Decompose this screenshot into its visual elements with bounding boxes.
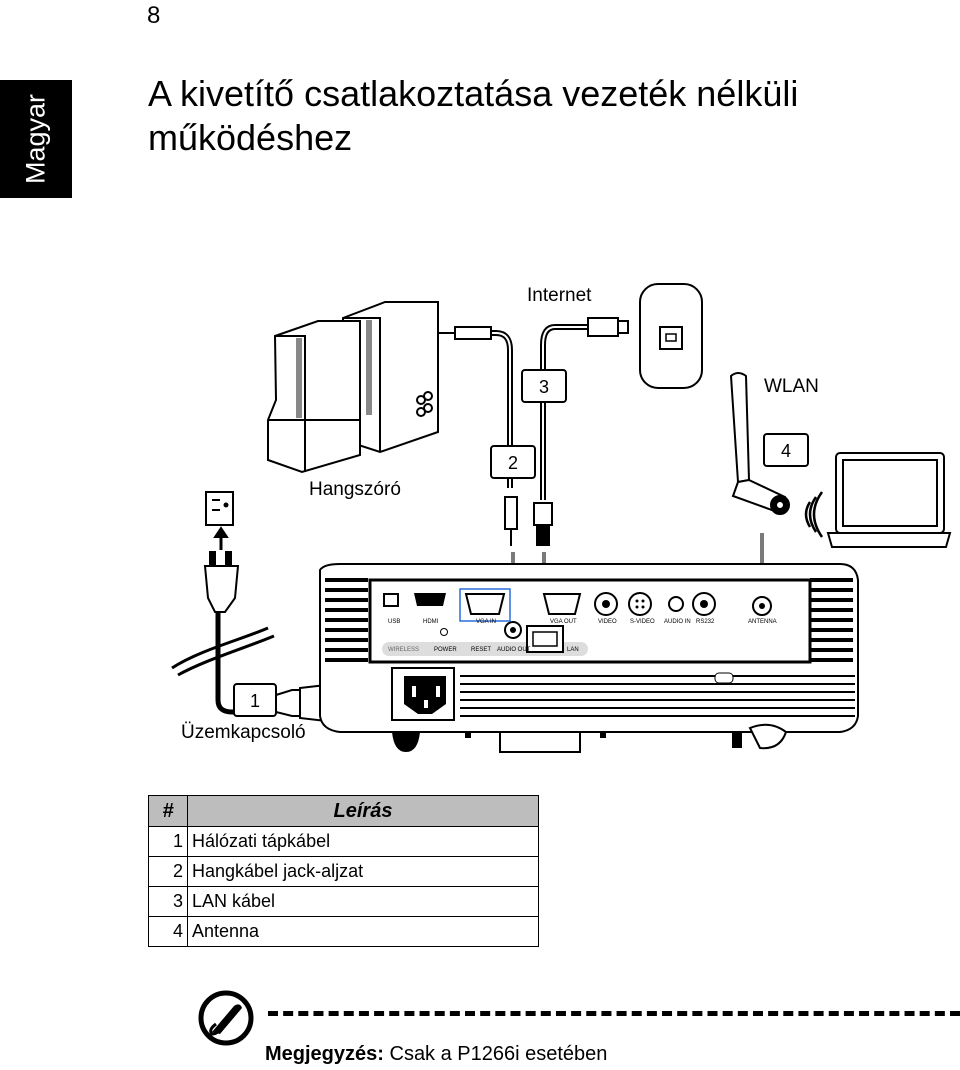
table-row: 2 Hangkábel jack-aljzat bbox=[148, 856, 539, 887]
audio-cable bbox=[437, 326, 518, 546]
svg-text:1: 1 bbox=[250, 691, 260, 711]
table-cell-num: 3 bbox=[148, 886, 188, 917]
callout-3: 3 bbox=[521, 369, 567, 403]
port-label-vga-out: VGA OUT bbox=[550, 619, 577, 625]
note-label: Megjegyzés: bbox=[265, 1043, 384, 1065]
indicator-label-power: POWER bbox=[434, 647, 457, 653]
indicator-label-wireless: WIRELESS bbox=[388, 647, 419, 653]
language-tab: Magyar bbox=[0, 80, 72, 198]
table-cell-num: 1 bbox=[148, 826, 188, 857]
svg-text:3: 3 bbox=[539, 377, 549, 397]
laptop-icon bbox=[826, 452, 952, 548]
svg-text:4: 4 bbox=[781, 441, 791, 461]
lan-cable bbox=[533, 317, 629, 546]
port-label-antenna: ANTENNA bbox=[748, 619, 777, 625]
svg-text:2: 2 bbox=[508, 453, 518, 473]
power-cable bbox=[171, 626, 275, 677]
table-cell-desc: Hálózati tápkábel bbox=[187, 826, 539, 857]
port-label-rs232: RS232 bbox=[696, 619, 715, 625]
table-cell-num: 4 bbox=[148, 916, 188, 947]
callout-4: 4 bbox=[763, 433, 809, 467]
projector-icon bbox=[319, 563, 859, 753]
port-label-hdmi: HDMI bbox=[423, 619, 439, 625]
note-divider bbox=[268, 1011, 960, 1016]
table-header-row: # Leírás bbox=[148, 795, 539, 827]
table-cell-desc: LAN kábel bbox=[187, 886, 539, 917]
table-row: 3 LAN kábel bbox=[148, 886, 539, 917]
callout-1: 1 bbox=[233, 683, 277, 717]
speaker-icon bbox=[267, 301, 439, 474]
table-row: 4 Antenna bbox=[148, 916, 539, 947]
note-text: Megjegyzés: Csak a P1266i esetében bbox=[265, 1043, 607, 1066]
language-tab-label: Magyar bbox=[20, 93, 51, 185]
table-cell-desc: Antenna bbox=[187, 916, 539, 947]
port-label-video: VIDEO bbox=[598, 619, 617, 625]
power-switch-label: Üzemkapcsoló bbox=[181, 722, 306, 743]
table-header-num: # bbox=[148, 795, 188, 827]
antenna-icon bbox=[729, 372, 790, 515]
indicator-label-audio-out: AUDIO OUT bbox=[497, 647, 531, 653]
indicator-label-reset: RESET bbox=[471, 647, 491, 653]
table-cell-num: 2 bbox=[148, 856, 188, 887]
speaker-label: Hangszóró bbox=[309, 479, 401, 500]
wireless-signal-icon bbox=[804, 491, 824, 538]
internet-label: Internet bbox=[527, 285, 592, 306]
indicator-label-lan: LAN bbox=[567, 647, 579, 653]
connection-diagram: Hangszóró 1 Üzemkapcsoló Internet bbox=[171, 283, 952, 753]
lan-wall-socket-icon bbox=[639, 283, 703, 389]
page-number: 8 bbox=[147, 2, 161, 29]
wlan-label: WLAN bbox=[764, 376, 819, 397]
port-label-s-video: S-VIDEO bbox=[630, 619, 655, 625]
callout-2: 2 bbox=[490, 445, 536, 479]
note-body: Csak a P1266i esetében bbox=[383, 1043, 608, 1065]
table-row: 1 Hálózati tápkábel bbox=[148, 826, 539, 857]
page-title: A kivetítő csatlakoztatása vezeték nélkü… bbox=[148, 73, 799, 158]
port-labels: USB HDMI VGA IN VGA OUT VIDEO S-VIDEO AU… bbox=[388, 619, 777, 653]
description-table: # Leírás 1 Hálózati tápkábel 2 Hangkábel… bbox=[148, 795, 539, 947]
port-label-usb: USB bbox=[388, 619, 400, 625]
power-plug-icon bbox=[203, 526, 262, 715]
wall-outlet-icon bbox=[205, 491, 234, 526]
table-cell-desc: Hangkábel jack-aljzat bbox=[187, 856, 539, 887]
port-label-vga-in: VGA IN bbox=[476, 619, 496, 625]
port-label-audio-in: AUDIO IN bbox=[664, 619, 691, 625]
note-icon bbox=[198, 990, 254, 1046]
table-header-desc: Leírás bbox=[187, 795, 539, 827]
